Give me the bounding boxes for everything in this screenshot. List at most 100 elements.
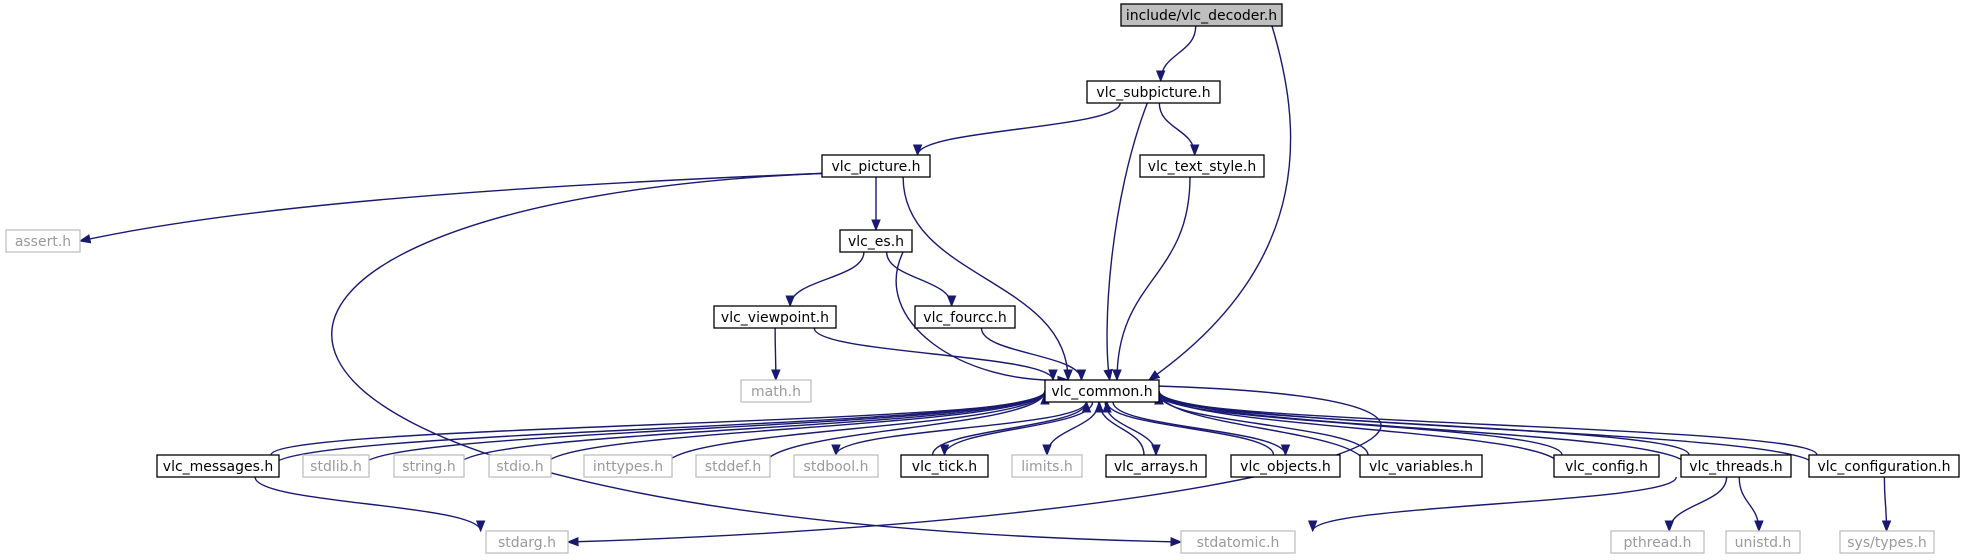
dependency-edge: [1307, 476, 1677, 533]
node-box: [1105, 454, 1207, 478]
dependency-edge: [1094, 400, 1145, 456]
node-label: stdbool.h: [804, 459, 869, 475]
dependency-edge: [1738, 476, 1764, 533]
node-vlc-viewpoint[interactable]: vlc_viewpoint.h: [713, 305, 837, 329]
node-box: [695, 454, 771, 478]
node-label: unistd.h: [1735, 535, 1792, 551]
node-stdarg: stdarg.h: [485, 530, 569, 554]
node-label: vlc_viewpoint.h: [721, 310, 829, 326]
node-vlc-config[interactable]: vlc_config.h: [1553, 454, 1660, 478]
node-vlc-fourcc[interactable]: vlc_fourcc.h: [914, 305, 1016, 329]
node-box: [1553, 454, 1660, 478]
edge-vlc_common-to-string: [457, 390, 1046, 467]
node-vlc-arrays[interactable]: vlc_arrays.h: [1105, 454, 1207, 478]
node-vlc-objects[interactable]: vlc_objects.h: [1230, 454, 1341, 478]
node-box: [485, 530, 569, 554]
dependency-edge: [902, 176, 1073, 382]
edge-vlc_common-to-stddef: [763, 390, 1046, 467]
node-label: vlc_config.h: [1565, 459, 1648, 475]
edge-vlc_decoder-to-vlc_subpicture: [1160, 25, 1197, 82]
node-unistd: unistd.h: [1725, 530, 1801, 554]
node-label: string.h: [402, 459, 456, 475]
node-vlc-variables[interactable]: vlc_variables.h: [1359, 454, 1483, 478]
edge-vlc_threads-to-pthread: [1668, 476, 1728, 532]
node-vlc-configuration[interactable]: vlc_configuration.h: [1808, 454, 1960, 478]
dependency-edge: [1154, 392, 1690, 456]
node-label: vlc_threads.h: [1689, 459, 1782, 475]
dependency-edge: [1112, 401, 1291, 457]
arrowhead-vlc_subpicture-to-vlc_text_style: [1189, 144, 1200, 157]
node-stdio: stdio.h: [488, 454, 552, 478]
node-vlc-decoder[interactable]: include/vlc_decoder.h: [1120, 3, 1283, 27]
node-label: vlc_messages.h: [163, 459, 273, 475]
dependency-edge: [1154, 392, 1818, 456]
node-pthread: pthread.h: [1610, 530, 1705, 554]
arrowhead-vlc_decoder-to-vlc_subpicture: [1155, 70, 1166, 83]
node-stddef: stddef.h: [695, 454, 771, 478]
arrowhead-vlc_objects-to-vlc_common: [1102, 400, 1112, 413]
edge-vlc_common-to-stdio: [544, 390, 1046, 467]
node-label: vlc_objects.h: [1240, 459, 1331, 475]
node-vlc-common[interactable]: vlc_common.h: [1044, 379, 1160, 403]
node-vlc-threads[interactable]: vlc_threads.h: [1680, 454, 1792, 478]
node-box: [1808, 454, 1960, 478]
arrowhead-vlc_threads-to-unistd: [1754, 520, 1764, 533]
node-vlc-subpicture[interactable]: vlc_subpicture.h: [1086, 80, 1221, 104]
node-label: vlc_es.h: [848, 234, 904, 250]
dependency-edge: [331, 172, 1183, 547]
node-label: pthread.h: [1623, 535, 1691, 551]
node-label: assert.h: [15, 234, 71, 250]
edge-vlc_picture-to-assert: [79, 172, 833, 242]
node-box: [1359, 454, 1483, 478]
node-vlc-tick[interactable]: vlc_tick.h: [900, 454, 989, 478]
node-box: [1011, 454, 1083, 478]
node-label: stdio.h: [496, 459, 543, 475]
node-stdatomic: stdatomic.h: [1180, 530, 1296, 554]
node-sys-types: sys/types.h: [1839, 530, 1935, 554]
edge-vlc_tick-to-vlc_common: [931, 401, 1088, 456]
node-box: [900, 454, 989, 478]
edge-vlc_variables-to-vlc_common: [1158, 393, 1369, 456]
dependency-edge: [1042, 401, 1100, 457]
node-box: [1839, 530, 1935, 554]
node-box: [793, 454, 879, 478]
dependency-edge: [813, 327, 1058, 382]
arrowhead-vlc_common-to-vlc_objects: [1280, 444, 1291, 457]
arrowhead-vlc_subpicture-to-vlc_common: [1103, 368, 1113, 382]
edge-vlc_messages-to-vlc_common: [270, 393, 1046, 456]
node-vlc-text-style[interactable]: vlc_text_style.h: [1139, 154, 1265, 178]
node-vlc-messages[interactable]: vlc_messages.h: [156, 454, 280, 478]
node-box: [583, 454, 673, 478]
node-box: [156, 454, 280, 478]
node-box: [1180, 530, 1296, 554]
node-label: inttypes.h: [593, 459, 663, 475]
edge-vlc_picture-to-stdatomic: [331, 172, 1182, 543]
arrowhead-vlc_common-to-stdbool: [831, 444, 841, 457]
edge-vlc_fourcc-to-vlc_common: [980, 327, 1083, 381]
node-label: limits.h: [1021, 459, 1072, 475]
node-limits: limits.h: [1011, 454, 1083, 478]
node-vlc-es[interactable]: vlc_es.h: [839, 229, 913, 253]
arrowhead-vlc_common-to-limits: [1042, 444, 1052, 457]
node-box: [1725, 530, 1801, 554]
node-label: vlc_text_style.h: [1148, 159, 1256, 175]
edge-vlc_common-to-limits: [1046, 401, 1100, 456]
node-box: [713, 305, 837, 329]
edge-vlc_text_style-to-vlc_common: [1116, 176, 1191, 381]
dependency-edge: [1112, 176, 1191, 382]
arrowhead-vlc_viewpoint-to-vlc_common: [1048, 369, 1058, 382]
node-vlc-picture[interactable]: vlc_picture.h: [821, 154, 931, 178]
node-stdbool: stdbool.h: [793, 454, 879, 478]
dependency-edge: [254, 476, 486, 533]
arrowhead-vlc_es-to-vlc_viewpoint: [785, 295, 795, 308]
node-box: [914, 305, 1016, 329]
edge-vlc_messages-to-stdarg: [254, 476, 482, 532]
node-label: vlc_picture.h: [831, 159, 920, 175]
edge-vlc_objects-to-vlc_common: [1106, 401, 1275, 456]
edge-vlc_common-to-stdbool: [835, 401, 1087, 456]
dependency-edge: [771, 327, 781, 382]
edge-vlc_subpicture-to-vlc_common: [1106, 102, 1148, 381]
arrowhead-vlc_text_style-to-vlc_common: [1112, 369, 1122, 382]
node-box: [1086, 80, 1221, 104]
